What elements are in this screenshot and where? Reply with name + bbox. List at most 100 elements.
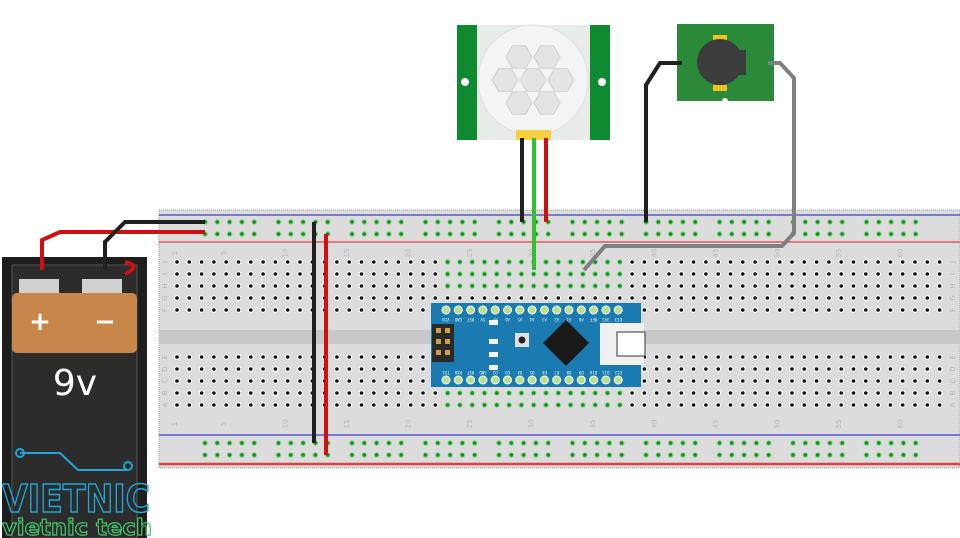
- rail-hole[interactable]: [496, 452, 502, 458]
- rail-hole[interactable]: [422, 231, 429, 237]
- rail-hole[interactable]: [594, 452, 600, 458]
- breadboard-hole[interactable]: [457, 283, 463, 289]
- rail-hole[interactable]: [508, 219, 515, 225]
- breadboard-hole[interactable]: [457, 259, 463, 265]
- rail-hole[interactable]: [361, 452, 368, 458]
- rail-hole[interactable]: [827, 452, 833, 458]
- breadboard-hole[interactable]: [789, 402, 795, 408]
- breadboard-hole[interactable]: [887, 378, 894, 384]
- breadboard-hole[interactable]: [678, 295, 685, 301]
- rail-hole[interactable]: [275, 219, 282, 225]
- breadboard-hole[interactable]: [260, 307, 266, 313]
- breadboard-hole[interactable]: [518, 271, 525, 277]
- breadboard-hole[interactable]: [334, 259, 340, 265]
- breadboard-hole[interactable]: [666, 259, 672, 265]
- rail-hole[interactable]: [802, 452, 809, 458]
- breadboard-hole[interactable]: [936, 378, 943, 384]
- breadboard-hole[interactable]: [838, 378, 845, 384]
- rail-hole[interactable]: [667, 219, 674, 225]
- breadboard-hole[interactable]: [875, 271, 881, 277]
- breadboard-hole[interactable]: [678, 378, 685, 384]
- breadboard-hole[interactable]: [776, 259, 783, 265]
- rail-hole[interactable]: [239, 231, 245, 237]
- rail-hole[interactable]: [386, 440, 392, 446]
- breadboard-hole[interactable]: [690, 354, 697, 360]
- rail-hole[interactable]: [618, 440, 625, 446]
- breadboard-hole[interactable]: [469, 295, 476, 301]
- breadboard-hole[interactable]: [863, 271, 869, 277]
- breadboard-hole[interactable]: [641, 295, 648, 301]
- breadboard-hole[interactable]: [653, 354, 660, 360]
- breadboard-hole[interactable]: [838, 354, 845, 360]
- rail-hole[interactable]: [839, 440, 846, 446]
- breadboard-hole[interactable]: [875, 366, 881, 372]
- rail-hole[interactable]: [251, 231, 257, 237]
- breadboard-hole[interactable]: [432, 402, 439, 408]
- breadboard-hole[interactable]: [936, 295, 943, 301]
- arduino-pin[interactable]: [453, 375, 463, 385]
- breadboard-hole[interactable]: [740, 390, 746, 396]
- arduino-pin[interactable]: [576, 305, 586, 315]
- breadboard-hole[interactable]: [764, 283, 771, 289]
- arduino-nano[interactable]: VINTX1GNDRX0RSTRST5VGNDA7D2A6D3A5D4A4D5A…: [431, 303, 646, 387]
- rail-hole[interactable]: [288, 231, 294, 237]
- breadboard-hole[interactable]: [678, 390, 685, 396]
- breadboard-hole[interactable]: [334, 295, 340, 301]
- breadboard-hole[interactable]: [543, 402, 549, 408]
- rail-hole[interactable]: [373, 219, 380, 225]
- breadboard-hole[interactable]: [186, 366, 193, 372]
- breadboard-hole[interactable]: [678, 354, 685, 360]
- breadboard-hole[interactable]: [764, 271, 771, 277]
- breadboard-hole[interactable]: [284, 402, 291, 408]
- breadboard-hole[interactable]: [506, 283, 512, 289]
- breadboard-hole[interactable]: [407, 366, 414, 372]
- breadboard-hole[interactable]: [494, 259, 500, 265]
- breadboard-hole[interactable]: [371, 366, 377, 372]
- breadboard-hole[interactable]: [371, 378, 377, 384]
- breadboard-hole[interactable]: [174, 354, 180, 360]
- breadboard-hole[interactable]: [432, 295, 439, 301]
- breadboard-hole[interactable]: [826, 259, 832, 265]
- breadboard-hole[interactable]: [223, 259, 229, 265]
- rail-hole[interactable]: [618, 219, 625, 225]
- breadboard-hole[interactable]: [297, 378, 303, 384]
- breadboard-hole[interactable]: [407, 402, 414, 408]
- breadboard-hole[interactable]: [346, 378, 353, 384]
- rail-hole[interactable]: [386, 219, 392, 225]
- breadboard-hole[interactable]: [543, 390, 549, 396]
- breadboard-hole[interactable]: [530, 295, 537, 301]
- rail-hole[interactable]: [226, 440, 233, 446]
- breadboard-hole[interactable]: [407, 307, 414, 313]
- breadboard-hole[interactable]: [174, 366, 180, 372]
- breadboard-hole[interactable]: [653, 402, 660, 408]
- rail-hole[interactable]: [520, 231, 527, 237]
- rail-hole[interactable]: [545, 452, 552, 458]
- breadboard-hole[interactable]: [703, 271, 709, 277]
- breadboard-hole[interactable]: [617, 271, 623, 277]
- breadboard-hole[interactable]: [813, 307, 820, 313]
- breadboard-hole[interactable]: [174, 271, 180, 277]
- rail-hole[interactable]: [471, 452, 478, 458]
- breadboard-hole[interactable]: [395, 378, 402, 384]
- breadboard-hole[interactable]: [420, 354, 426, 360]
- breadboard-hole[interactable]: [358, 402, 365, 408]
- rail-hole[interactable]: [753, 231, 760, 237]
- rail-hole[interactable]: [912, 440, 919, 446]
- breadboard-hole[interactable]: [186, 390, 193, 396]
- breadboard-hole[interactable]: [223, 366, 229, 372]
- breadboard-hole[interactable]: [592, 295, 599, 301]
- rail-hole[interactable]: [569, 452, 576, 458]
- breadboard-hole[interactable]: [899, 402, 906, 408]
- breadboard-hole[interactable]: [666, 402, 672, 408]
- breadboard-hole[interactable]: [248, 390, 254, 396]
- breadboard-hole[interactable]: [703, 307, 709, 313]
- breadboard-hole[interactable]: [284, 271, 291, 277]
- breadboard-hole[interactable]: [629, 271, 635, 277]
- arduino-pin[interactable]: [453, 305, 463, 315]
- breadboard-hole[interactable]: [653, 307, 660, 313]
- rail-hole[interactable]: [251, 440, 257, 446]
- breadboard-hole[interactable]: [776, 283, 783, 289]
- breadboard-hole[interactable]: [358, 354, 365, 360]
- breadboard-hole[interactable]: [801, 307, 808, 313]
- breadboard-hole[interactable]: [899, 259, 906, 265]
